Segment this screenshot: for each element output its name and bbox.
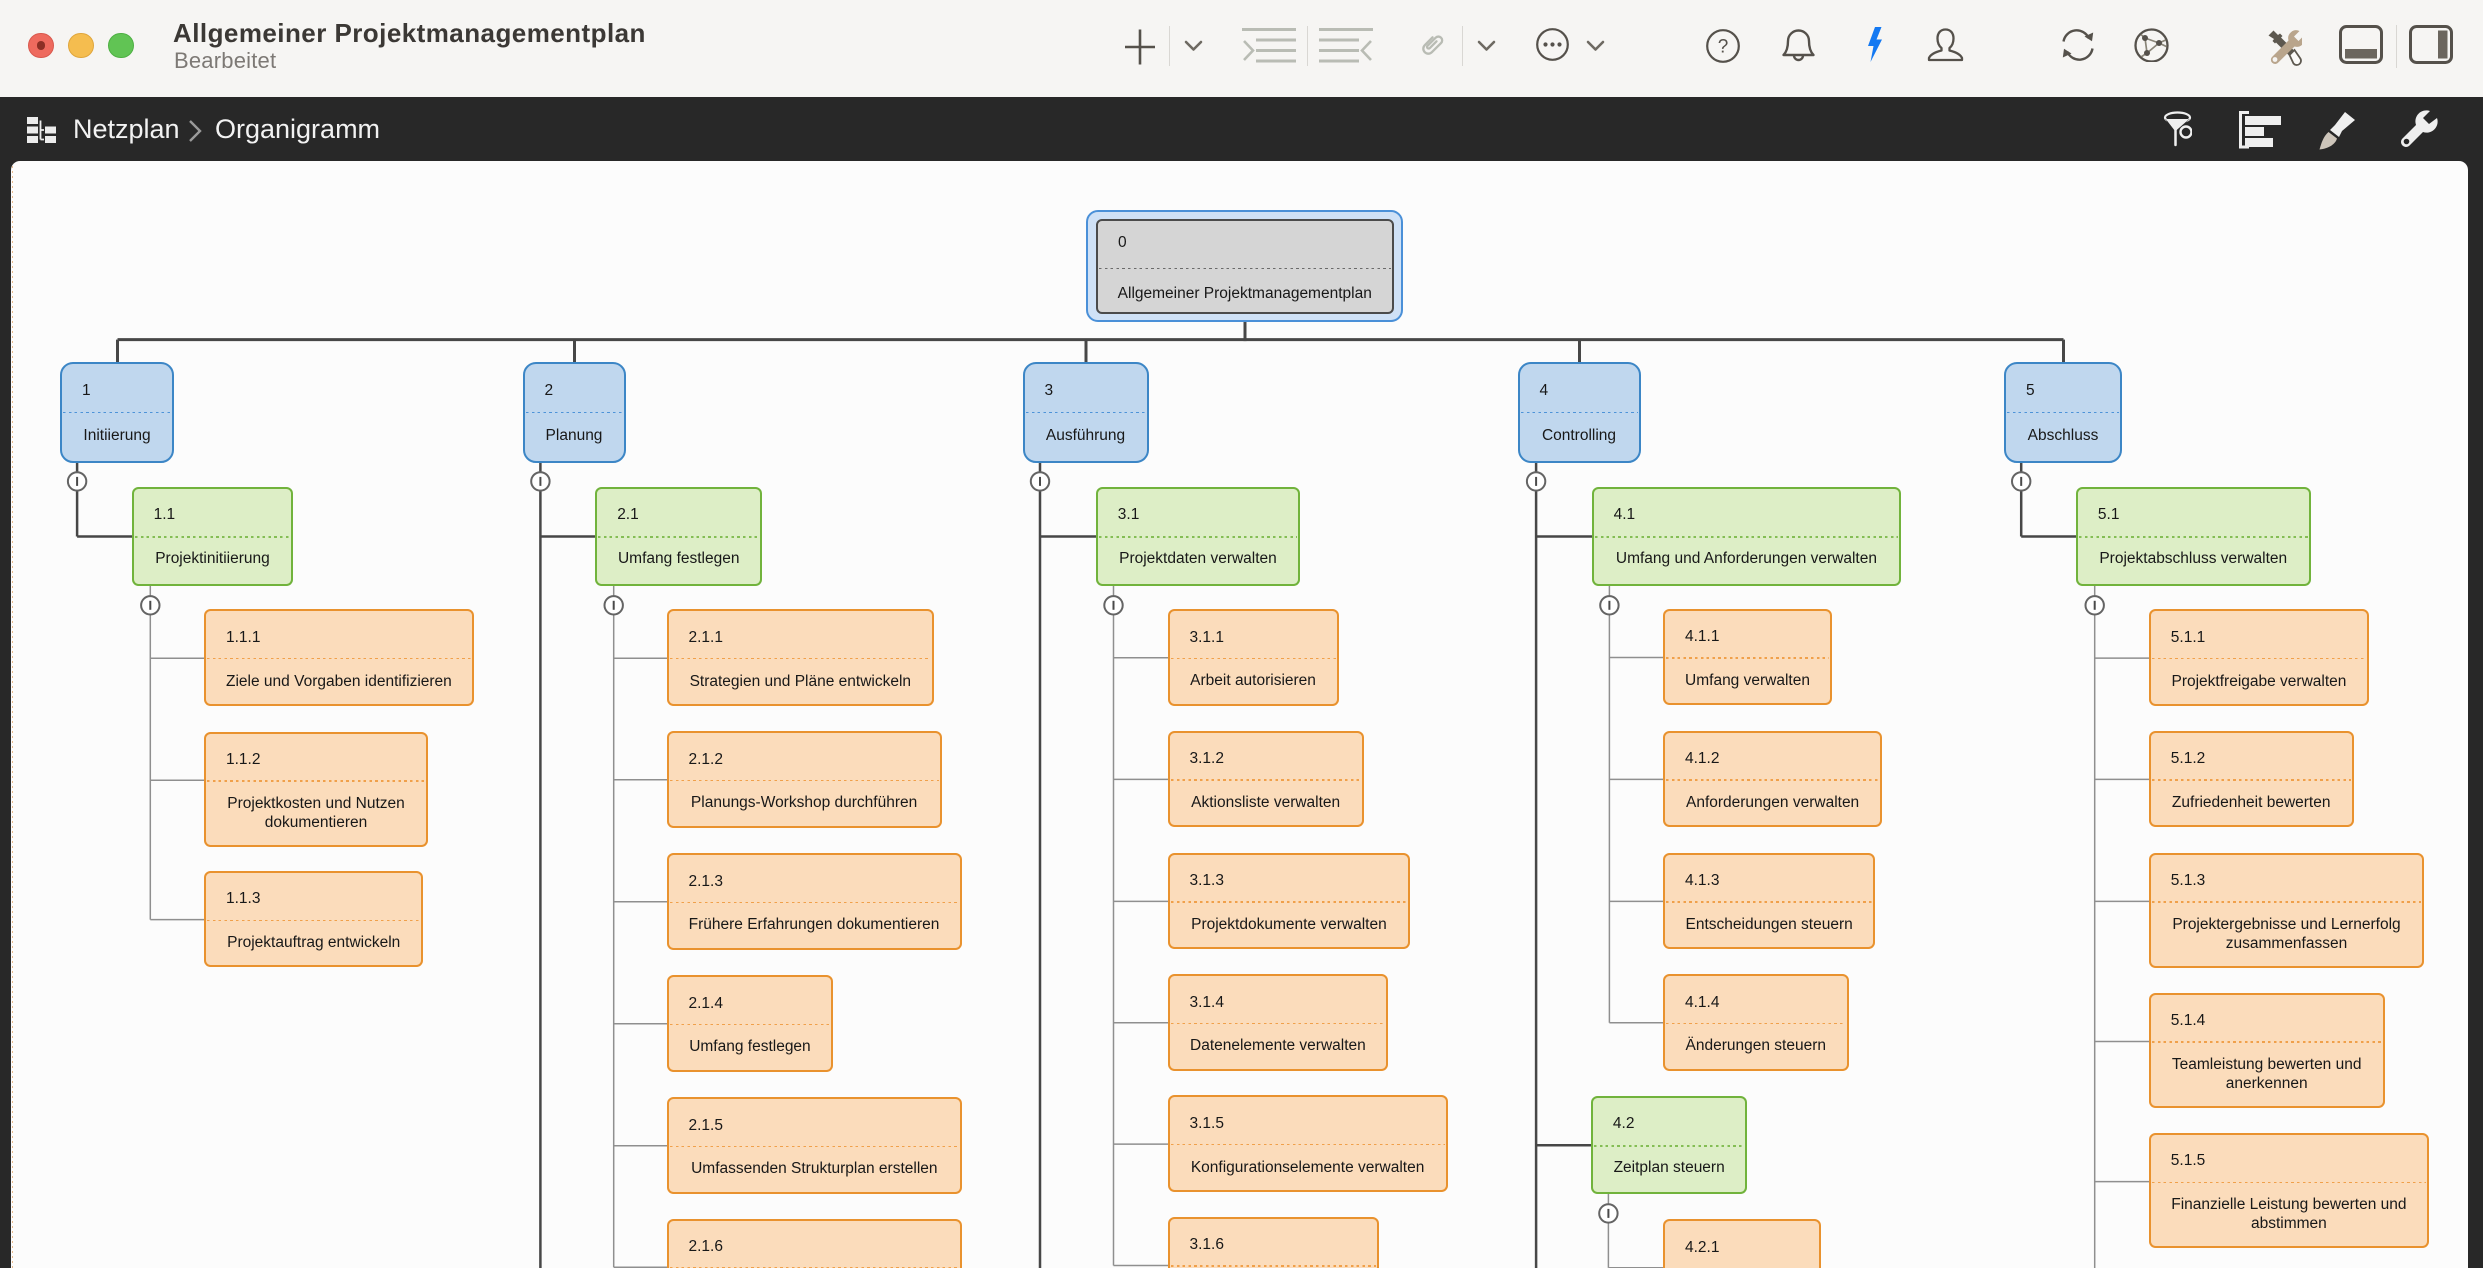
- svg-text:?: ?: [1718, 37, 1729, 58]
